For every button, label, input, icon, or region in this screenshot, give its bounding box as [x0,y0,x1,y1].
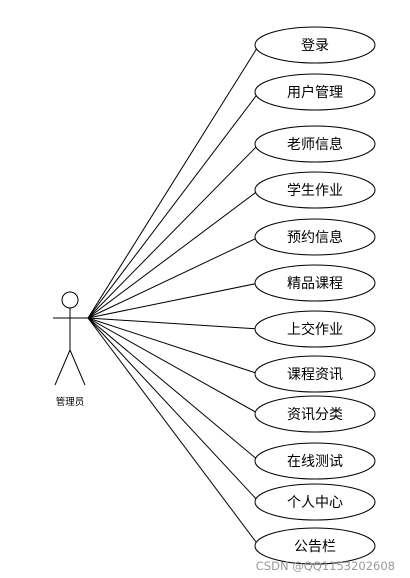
use-case: 课程资讯 [254,355,376,393]
use-case-label: 课程资讯 [287,367,343,383]
use-case: 上交作业 [254,310,376,348]
use-case: 资讯分类 [254,395,376,433]
use-case-ellipse [254,26,376,64]
association-line [87,317,260,330]
use-case-ellipse [254,310,376,348]
actor-head [61,291,79,309]
use-case-label: 学生作业 [287,183,343,199]
use-case: 用户管理 [254,73,376,111]
use-case-ellipse [254,527,376,565]
use-case: 个人中心 [254,483,376,521]
association-line [87,282,260,319]
association-line [87,91,260,319]
association-line [87,317,260,462]
actor-label: 管理员 [56,396,85,408]
use-case-ellipse [254,73,376,111]
actor: 管理员 [53,291,88,408]
use-case-ellipse [254,218,376,256]
use-case: 老师信息 [254,125,376,163]
use-case-label: 上交作业 [287,321,343,338]
use-case: 在线测试 [254,442,376,480]
association-line [87,317,260,547]
use-case-ellipse [254,442,376,480]
use-case-label: 用户管理 [287,84,343,101]
use-case: 登录 [254,26,376,64]
use-case-label: 公告栏 [294,539,336,555]
association-line [87,44,260,319]
association-line [87,143,260,319]
use-case-label: 预约信息 [287,229,343,246]
use-case-label: 登录 [301,38,329,54]
association-line [87,236,260,319]
use-case: 精品课程 [254,264,376,302]
use-case-ellipse [254,483,376,521]
association-line [87,317,260,375]
use-cases: 登录用户管理老师信息学生作业预约信息精品课程上交作业课程资讯资讯分类在线测试个人… [254,26,376,565]
use-case-ellipse [254,355,376,393]
association-line [87,189,260,319]
use-case: 学生作业 [254,171,376,209]
actor-left-leg [54,349,71,386]
use-case-ellipse [254,395,376,433]
use-case-label: 在线测试 [287,454,343,470]
association-line [87,317,260,415]
actor-right-leg [69,349,86,386]
use-case-ellipse [254,125,376,163]
use-case: 公告栏 [254,527,376,565]
use-case-label: 个人中心 [287,495,343,511]
use-case: 预约信息 [254,218,376,256]
watermark: CSDN @QQ1153202608 [256,559,395,573]
use-case-label: 精品课程 [287,276,343,292]
use-case-label: 老师信息 [287,136,343,153]
associations [87,44,260,547]
association-line [87,317,260,503]
use-case-label: 资讯分类 [287,407,343,423]
use-case-ellipse [254,264,376,302]
use-case-ellipse [254,171,376,209]
